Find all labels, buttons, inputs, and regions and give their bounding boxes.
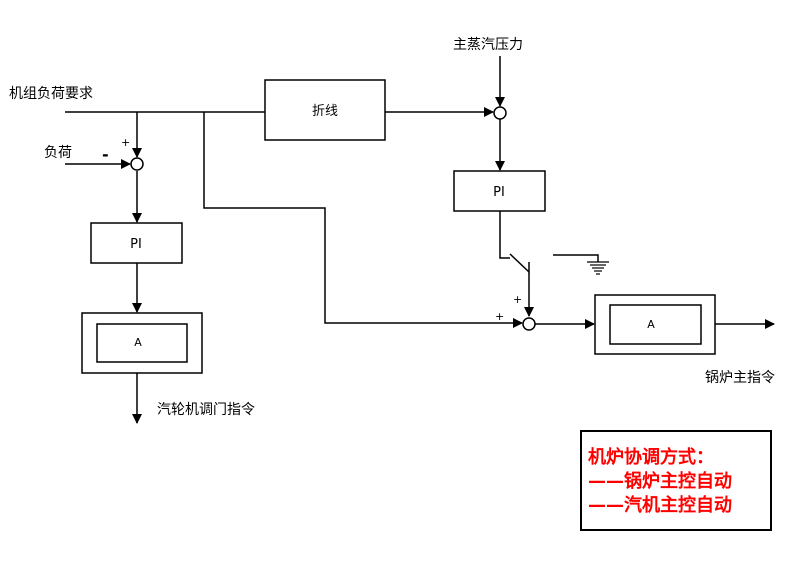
right-pi-block <box>453 170 546 212</box>
left-plus-sign: + <box>121 136 130 149</box>
left-pi-block <box>90 222 183 264</box>
feedforward-plus-sign: + <box>495 310 504 323</box>
left-a-inner <box>96 323 188 363</box>
boiler-master-command-label: 锅炉主指令 <box>705 370 775 386</box>
right-a-label: A <box>647 318 655 331</box>
note-title: 机炉协调方式： <box>588 447 714 468</box>
coordination-mode-note: 机炉协调方式： ——锅炉主控自动 ——汽机主控自动 <box>580 430 772 531</box>
ground-icon <box>587 261 609 275</box>
note-turbine-auto: ——汽机主控自动 <box>588 495 732 516</box>
turbine-valve-command-label: 汽轮机调门指令 <box>157 402 255 418</box>
pi-to-switch-line <box>499 211 510 259</box>
unit-load-demand-label: 机组负荷要求 <box>9 86 93 102</box>
left-minus-sign: - <box>102 145 109 164</box>
left-a-label: A <box>134 336 142 349</box>
right-a-inner <box>609 304 702 345</box>
pressure-summing-node <box>493 106 507 120</box>
load-label: 负荷 <box>44 145 72 161</box>
switch-plus-sign: + <box>513 293 522 306</box>
switch-blade <box>509 253 530 273</box>
polyline-label: 折线 <box>312 104 338 119</box>
right-pi-label: PI <box>493 185 505 200</box>
ground-branch-line <box>553 254 599 262</box>
polyline-block <box>264 79 386 141</box>
main-steam-pressure-label: 主蒸汽压力 <box>453 37 523 53</box>
feedforward-line <box>203 112 523 328</box>
note-boiler-auto: ——锅炉主控自动 <box>588 471 732 492</box>
left-pi-label: PI <box>130 237 142 252</box>
left-summing-node <box>130 157 144 171</box>
final-summing-node <box>522 317 536 331</box>
